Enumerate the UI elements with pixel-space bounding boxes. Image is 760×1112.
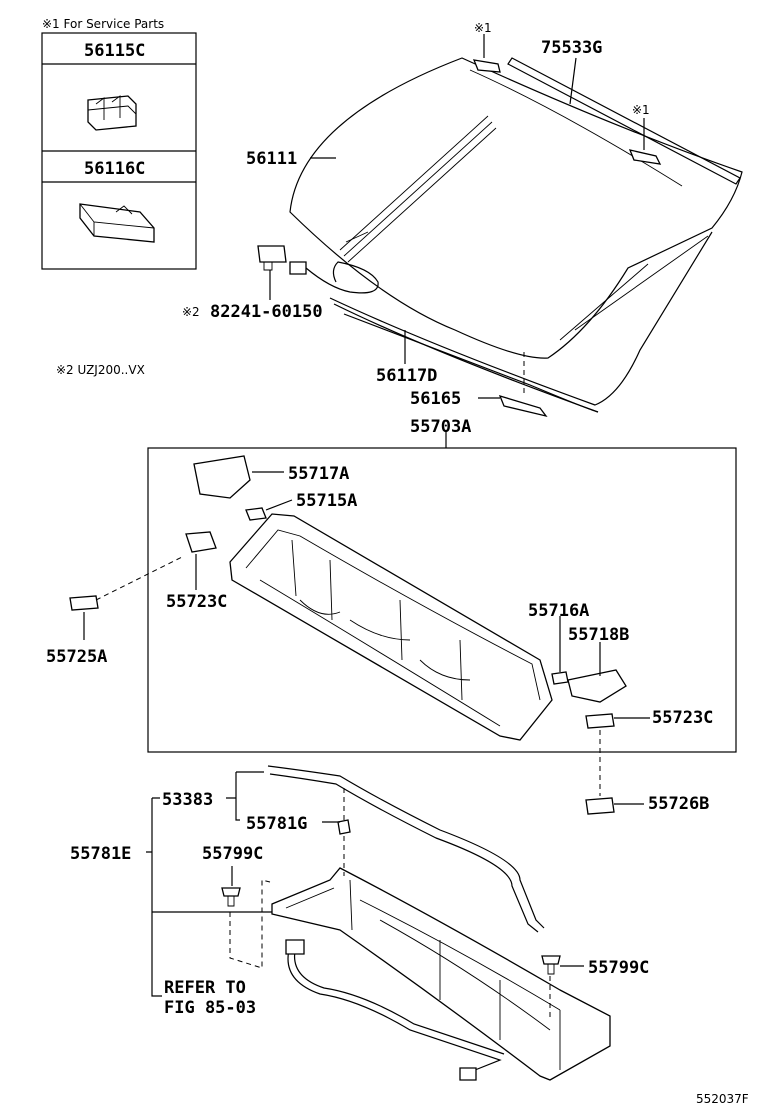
clip-56115c-drawing <box>87 95 137 131</box>
label-55726b: 55726B <box>648 794 709 814</box>
label-82241-60150: 82241-60150 <box>210 302 323 322</box>
clip-55716a-drawing <box>551 671 569 685</box>
marker-1-top: ※1 <box>474 21 492 35</box>
marker-2: ※2 <box>182 305 200 319</box>
pad-55725a-drawing <box>69 595 99 611</box>
cowl-top-55781e-drawing <box>271 867 611 1081</box>
tape-56116c-drawing <box>79 203 155 243</box>
refer-fig-label: FIG 85-03 <box>164 998 256 1018</box>
label-56165: 56165 <box>410 389 461 409</box>
label-53383: 53383 <box>162 790 213 810</box>
label-55723c-right: 55723C <box>652 708 713 728</box>
pad-55726b-drawing <box>585 797 615 815</box>
refer-to-label: REFER TO <box>164 978 246 998</box>
clip-55715a-drawing <box>245 507 267 521</box>
sensor-82241-drawing <box>257 245 379 294</box>
label-56117d: 56117D <box>376 366 437 386</box>
legend-note-2: ※2 UZJ200..VX <box>56 363 145 377</box>
label-55781e: 55781E <box>70 844 131 864</box>
windshield-molding-top <box>507 57 741 185</box>
service-parts-legend: ※1 For Service Parts 56115C 56116C ※2 UZ… <box>41 17 197 377</box>
pad-55723c-right-drawing <box>585 713 615 729</box>
label-55725a: 55725A <box>46 647 107 667</box>
figure-id: 552037F <box>696 1092 749 1106</box>
cowl-assembly-box <box>147 447 737 753</box>
label-55717a: 55717A <box>288 464 349 484</box>
windshield-glass <box>289 57 743 413</box>
label-56111: 56111 <box>246 149 297 169</box>
washer-hose-drawing <box>285 939 505 1081</box>
label-75533g: 75533G <box>541 38 602 58</box>
stopper-56165-drawing <box>498 394 548 418</box>
label-55799c-right: 55799C <box>588 958 649 978</box>
cowl-panel-55703a-drawing <box>229 513 553 741</box>
service-clip-marker-top <box>472 59 501 73</box>
marker-1-right: ※1 <box>632 103 650 117</box>
label-55723c-left: 55723C <box>166 592 227 612</box>
bracket-55718b-drawing <box>567 669 627 703</box>
label-55715a: 55715A <box>296 491 357 511</box>
clip-55799c-right-drawing <box>541 955 561 975</box>
bracket-55717a-drawing <box>193 455 251 499</box>
hose-53383-drawing <box>267 765 545 933</box>
label-55716a: 55716A <box>528 601 589 621</box>
clip-55799c-left-drawing <box>221 887 241 907</box>
service-clip-marker-right <box>628 149 662 165</box>
label-55703a: 55703A <box>410 417 471 437</box>
legend-part-56116c: 56116C <box>84 159 145 179</box>
legend-note-1: ※1 For Service Parts <box>42 17 164 31</box>
label-55781g: 55781G <box>246 814 307 834</box>
label-55799c-left: 55799C <box>202 844 263 864</box>
clip-55781g-drawing <box>337 819 351 835</box>
pad-55723c-left-drawing <box>185 531 217 553</box>
label-55718b: 55718B <box>568 625 629 645</box>
legend-part-56115c: 56115C <box>84 41 145 61</box>
